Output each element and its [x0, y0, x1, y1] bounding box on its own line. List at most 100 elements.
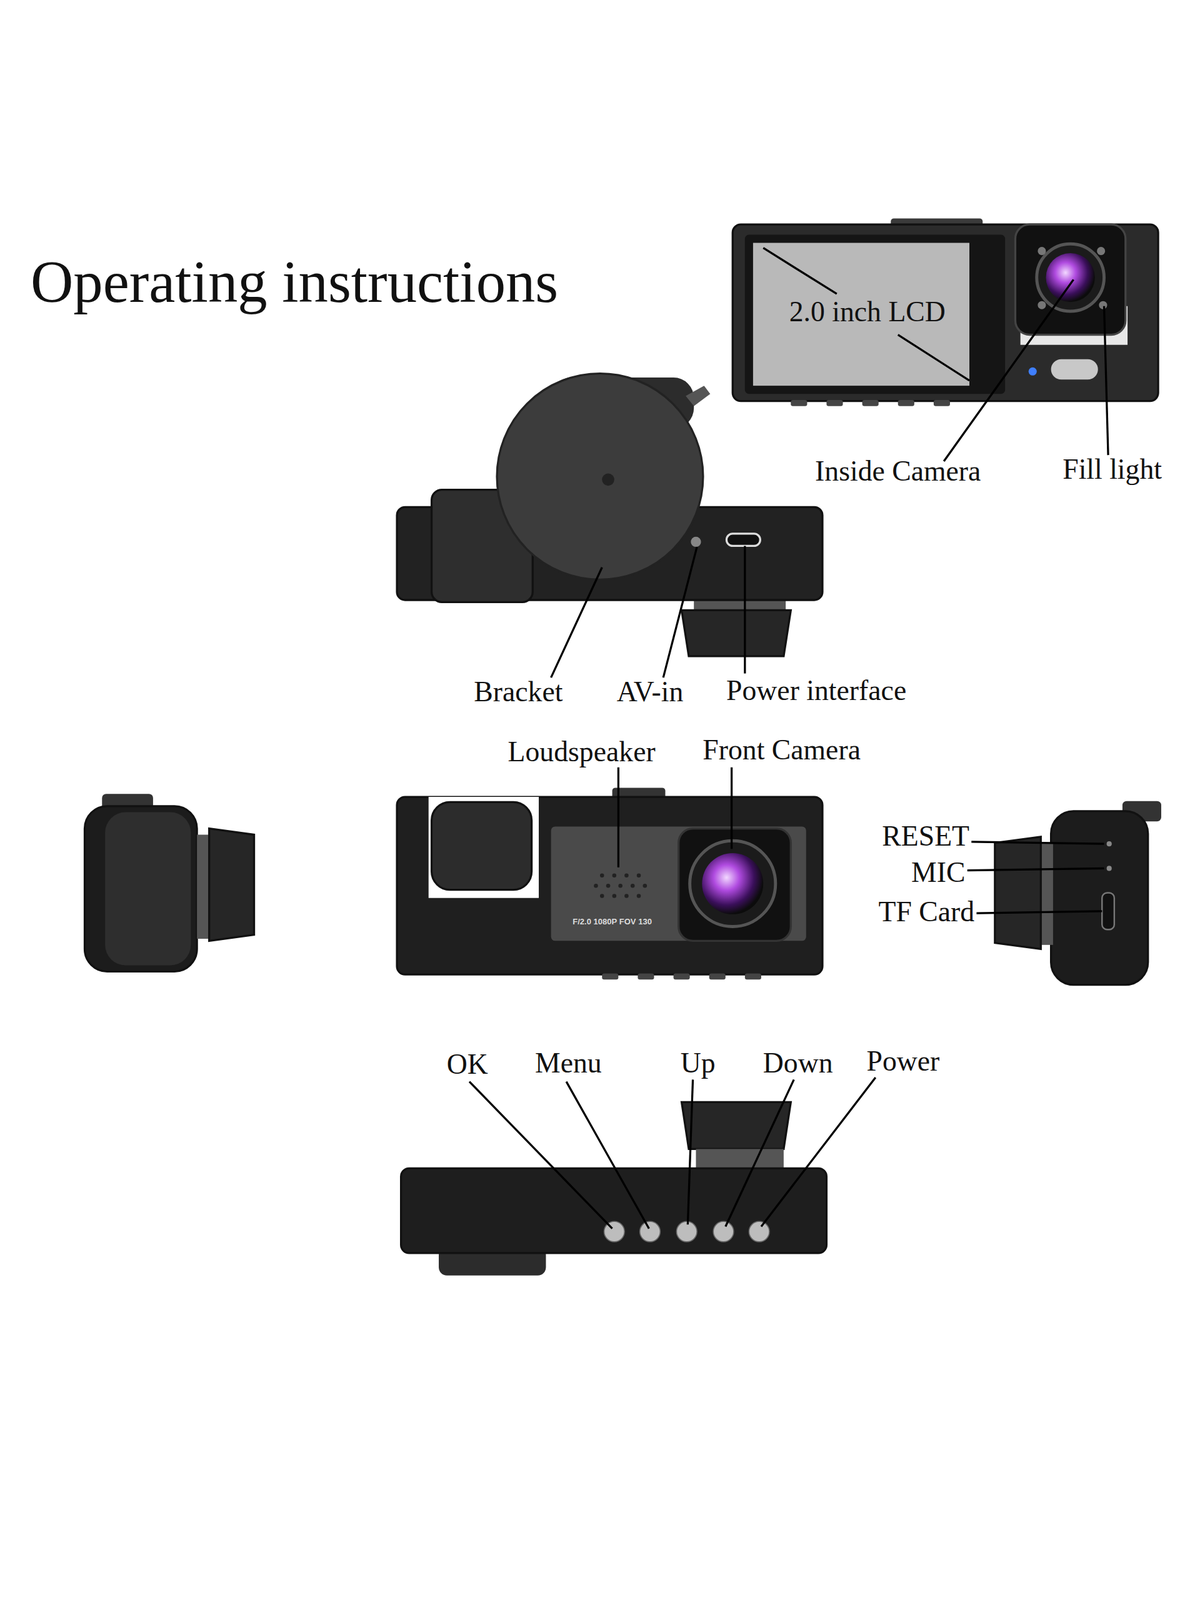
ir-led — [1098, 301, 1107, 310]
bracket-foot — [681, 1101, 792, 1149]
speaker-grille — [593, 873, 647, 899]
side-body — [1051, 811, 1149, 985]
menu-button — [640, 1221, 661, 1242]
leader-line — [743, 545, 746, 674]
tf-card-slot — [1101, 893, 1115, 930]
speaker-hole — [600, 873, 605, 879]
speaker-hole — [612, 873, 617, 879]
leader-line — [763, 248, 837, 294]
device-body — [396, 796, 823, 975]
speaker-hole — [624, 873, 629, 879]
lens-ring — [1036, 243, 1105, 312]
button-edge — [745, 973, 762, 980]
button-edge — [898, 400, 915, 407]
part-label: Fill light — [1062, 455, 1162, 484]
leader-line — [943, 279, 1074, 462]
bracket-foot — [995, 836, 1041, 950]
part-label: TF Card — [878, 898, 975, 927]
front-panel — [551, 826, 807, 941]
right-side-view — [967, 801, 1162, 985]
suction-center — [601, 473, 615, 487]
part-label: Menu — [535, 1048, 602, 1078]
fill-light-lens — [1051, 359, 1099, 380]
front-view — [396, 767, 823, 980]
part-label: Inside Camera — [815, 456, 981, 486]
leader-line — [730, 767, 733, 850]
lcd-frame — [745, 235, 1005, 395]
speaker-hole — [624, 893, 629, 899]
part-label: MIC — [911, 858, 965, 887]
suction-cup — [496, 373, 704, 580]
power-button — [748, 1221, 770, 1242]
bottom-view — [401, 1077, 876, 1276]
side-body — [85, 806, 198, 972]
lens — [1045, 253, 1095, 302]
button-edge — [790, 400, 807, 407]
leader-line — [663, 546, 697, 678]
button-edge — [673, 973, 690, 980]
leader-line — [967, 868, 1105, 870]
part-label: Down — [763, 1048, 834, 1078]
part-label: Loudspeaker — [508, 737, 656, 767]
button-edge — [637, 973, 654, 980]
printed-spec: F/2.0 1080P FOV 130 — [572, 918, 652, 927]
speaker-hole — [612, 893, 617, 899]
left-side-view — [85, 793, 255, 972]
ir-led — [1037, 246, 1046, 255]
part-label: 2.0 inch LCD — [789, 298, 946, 327]
up-button — [676, 1221, 697, 1242]
ir-led — [1096, 246, 1105, 255]
speaker-hole — [600, 893, 605, 899]
down-button — [713, 1221, 734, 1242]
mic-hole — [1106, 865, 1112, 871]
rotating-camera — [431, 801, 532, 890]
leader-line — [898, 335, 970, 381]
side-panel — [105, 812, 191, 966]
bracket-joint — [695, 1148, 784, 1170]
leader-line — [551, 567, 603, 678]
leader-line — [1104, 306, 1109, 455]
button-edge — [933, 400, 950, 407]
device-body — [732, 224, 1159, 401]
part-label: Up — [680, 1048, 716, 1078]
leader-line — [469, 1081, 613, 1229]
speaker-hole — [606, 883, 611, 889]
bracket-foot — [681, 610, 792, 656]
leader-line — [566, 1081, 649, 1229]
leader-line — [687, 1079, 693, 1225]
front-camera-module — [678, 828, 792, 942]
bracket-joint — [196, 835, 210, 940]
inside-camera-module — [1015, 224, 1125, 335]
leader-line — [761, 1077, 876, 1227]
lcd-screen — [753, 243, 970, 387]
mount-lever — [685, 385, 710, 407]
speaker-hole — [630, 883, 635, 889]
device-body — [401, 1168, 827, 1254]
reset-hole — [1106, 841, 1112, 847]
av-in-port — [690, 536, 701, 547]
status-led — [1028, 367, 1037, 376]
speaker-hole — [643, 883, 648, 889]
part-label: Bracket — [473, 677, 563, 707]
part-label: RESET — [881, 822, 970, 852]
top-view — [396, 373, 823, 679]
rear-view — [732, 218, 1159, 462]
button-edge — [826, 400, 843, 407]
part-label: Power interface — [726, 676, 907, 705]
leader-line — [617, 767, 620, 868]
button-edge — [601, 973, 619, 980]
part-label: Front Camera — [702, 735, 861, 765]
ir-led — [1037, 301, 1046, 310]
usb-port — [726, 533, 760, 547]
button-edge — [709, 973, 726, 980]
speaker-hole — [618, 883, 623, 889]
leader-line — [976, 911, 1102, 914]
bracket-joint — [1040, 843, 1054, 945]
speaker-hole — [636, 893, 642, 899]
bracket-foot — [209, 828, 255, 942]
page-title: Operating instructions — [30, 253, 559, 313]
speaker-hole — [593, 883, 599, 889]
